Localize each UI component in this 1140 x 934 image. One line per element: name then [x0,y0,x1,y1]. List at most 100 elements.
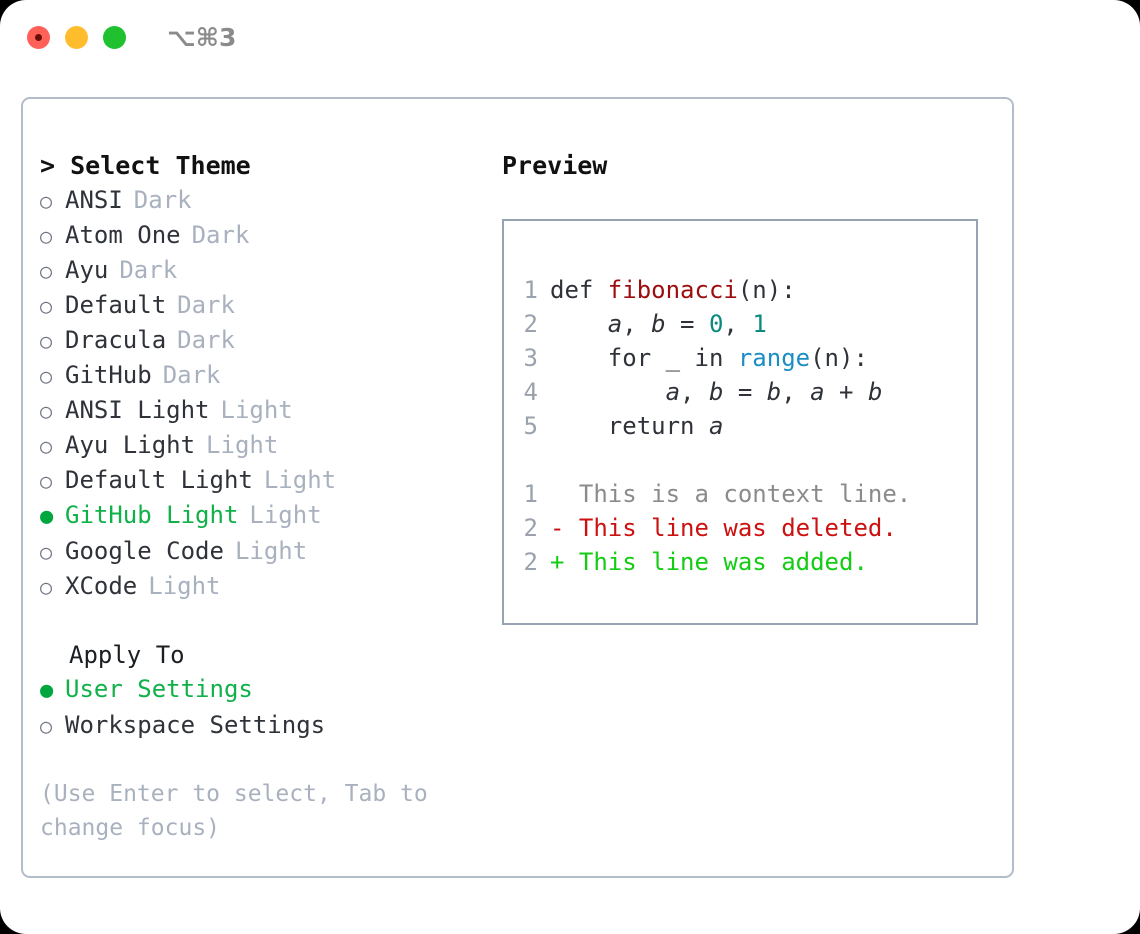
code-token: (n): [810,344,868,372]
code-token: a [708,412,724,440]
line-number: 2 [523,310,538,338]
keyboard-hint-text: (Use Enter to select, Tab to change focu… [40,781,442,841]
theme-option-tag: Dark [133,186,192,214]
theme-option-tag: Light [234,537,308,565]
apply-to-option-label: Workspace Settings [65,711,326,739]
theme-option-tag: Dark [177,326,235,354]
theme-option-label: Dracula [65,326,167,354]
theme-option-tag: Light [148,572,221,600]
apply-to-option[interactable]: ● User Settings [40,672,490,708]
radio-selected-icon: ● [40,504,54,529]
code-line: 5 return a [504,409,976,443]
diff-sign: - [550,514,565,542]
code-token: = [723,378,767,406]
line-number: 1 [523,480,538,508]
zoom-button-icon[interactable] [103,26,126,49]
radio-unselected-icon: ○ [40,259,53,283]
code-diff-spacer [504,443,976,477]
close-button-icon[interactable] [27,26,50,49]
code-line-content: for _ in range(n): [550,341,868,375]
code-token: fibonacci [607,276,738,304]
code-token: , [723,310,753,338]
line-number: 5 [523,412,538,440]
diff-line: 2- This line was deleted. [504,511,976,545]
apply-to-list[interactable]: ● User Settings ○ Workspace Settings [40,672,490,743]
code-token: , [680,378,709,406]
radio-unselected-icon: ○ [40,364,53,388]
theme-option-tag: Light [263,466,337,494]
radio-unselected-icon: ○ [40,575,53,599]
theme-option-label: GitHub [65,361,152,389]
radio-unselected-icon: ○ [40,434,53,458]
select-theme-header: > Select Theme [40,151,251,180]
apply-to-option[interactable]: ○ Workspace Settings [40,708,490,743]
keyboard-shortcut-label: ⌥⌘3 [167,23,237,52]
line-number: 2 [523,548,538,576]
diff-text: This is a context line. [564,480,912,508]
code-token: b [651,310,666,338]
line-number: 4 [523,378,538,406]
radio-unselected-icon: ○ [40,399,53,423]
apply-to-header: Apply To [69,641,185,669]
theme-option-label: Google Code [65,537,224,565]
window-titlebar: ⌥⌘3 [0,0,1140,76]
code-line-content: def fibonacci(n): [550,273,796,307]
theme-option-label: Default Light [65,466,253,494]
theme-option-label: Default [65,291,167,319]
radio-selected-icon: ● [40,678,54,703]
theme-option-label: ANSI Light [65,396,210,424]
theme-option[interactable]: ○ Default Dark [40,288,490,323]
diff-sample: 1 This is a context line.2- This line wa… [504,477,976,579]
minimize-button-icon[interactable] [65,26,88,49]
diff-line: 1 This is a context line. [504,477,976,511]
line-number: 3 [523,344,538,372]
code-token [550,310,608,338]
code-token: def [550,276,608,304]
diff-sign: + [550,548,565,576]
code-token: b [766,378,782,406]
code-token: a [665,378,681,406]
code-line: 3 for _ in range(n): [504,341,976,375]
diff-text: This line was deleted. [564,514,897,542]
apply-to-option-label: User Settings [65,675,253,703]
window-controls [27,26,126,49]
radio-unselected-icon: ○ [40,714,53,738]
theme-option-label: ANSI [65,186,123,214]
theme-option[interactable]: ○ ANSI Dark [40,183,490,218]
code-token: for _ in [550,344,738,372]
code-token: 1 [752,310,767,338]
code-token: = [665,310,709,338]
code-token: a [810,378,825,406]
preview-header: Preview [502,151,608,180]
code-token: b [708,378,724,406]
theme-option-tag: Light [206,431,279,459]
code-line-content: return a [550,409,724,443]
line-number: 1 [523,276,538,304]
code-token: , [781,378,811,406]
theme-option-tag: Dark [177,291,235,319]
code-token: (n): [737,276,796,304]
radio-unselected-icon: ○ [40,294,53,318]
apply-to-section: Apply To ● User Settings ○ Workspace Settin… [40,638,490,743]
code-token: return [550,412,709,440]
theme-option-tag: Light [249,501,322,529]
code-line: 2 a, b = 0, 1 [504,307,976,341]
theme-option-tag: Dark [119,256,178,284]
radio-unselected-icon: ○ [40,189,53,213]
